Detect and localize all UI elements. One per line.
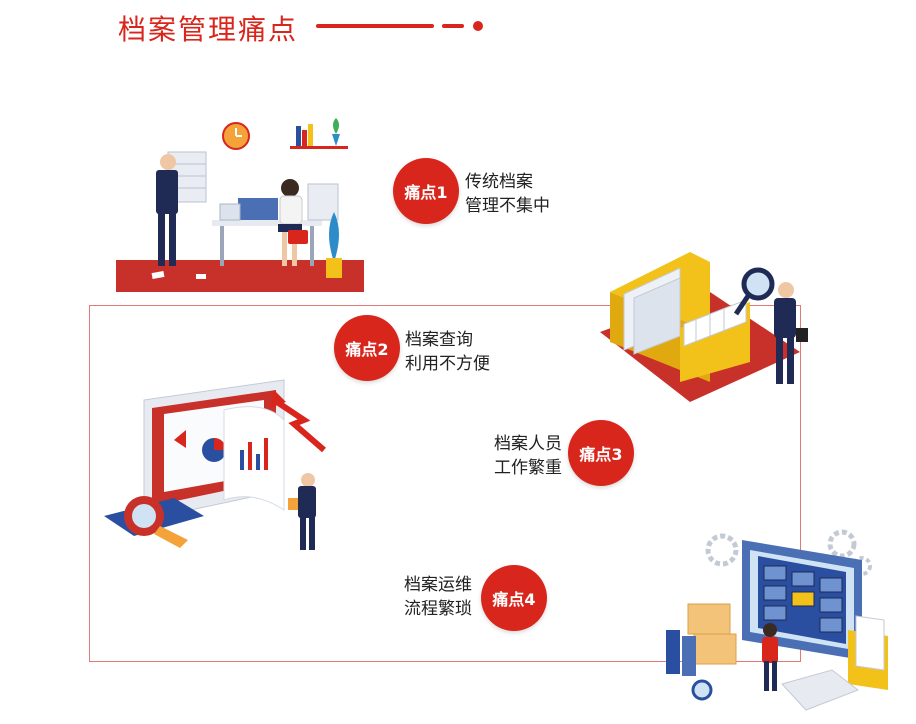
report-analysis-illustration [104, 379, 326, 550]
pain-point-3-line1: 档案人员 [494, 434, 562, 454]
office-workers-illustration [116, 118, 364, 292]
pain-point-2-description: 档案查询 利用不方便 [405, 328, 490, 376]
pain-point-2-badge: 痛点2 [334, 315, 400, 381]
pain-point-1-line1: 传统档案 [465, 172, 533, 192]
pain-point-1-description: 传统档案 管理不集中 [465, 170, 550, 218]
connector-frame [89, 305, 801, 662]
title-decoration-dash [442, 24, 464, 28]
archive-cabinet-illustration [666, 529, 888, 711]
pain-point-4-description: 档案运维 流程繁琐 [380, 573, 472, 621]
pain-point-3-line2: 工作繁重 [494, 458, 562, 478]
pain-point-3-badge: 痛点3 [568, 420, 634, 486]
pain-point-1-badge: 痛点1 [393, 158, 459, 224]
pain-point-2-line2: 利用不方便 [405, 354, 490, 374]
pain-point-4-line1: 档案运维 [404, 575, 472, 595]
pain-point-4-line2: 流程繁琐 [404, 599, 472, 619]
title-decoration-dot [473, 21, 483, 31]
folder-search-illustration [600, 252, 808, 402]
title-decoration-line [316, 24, 434, 28]
pain-point-1-line2: 管理不集中 [465, 196, 550, 216]
pain-point-2-line1: 档案查询 [405, 330, 473, 350]
page-title: 档案管理痛点 [118, 13, 299, 46]
pain-point-3-description: 档案人员 工作繁重 [470, 432, 562, 480]
pain-point-4-badge: 痛点4 [481, 565, 547, 631]
